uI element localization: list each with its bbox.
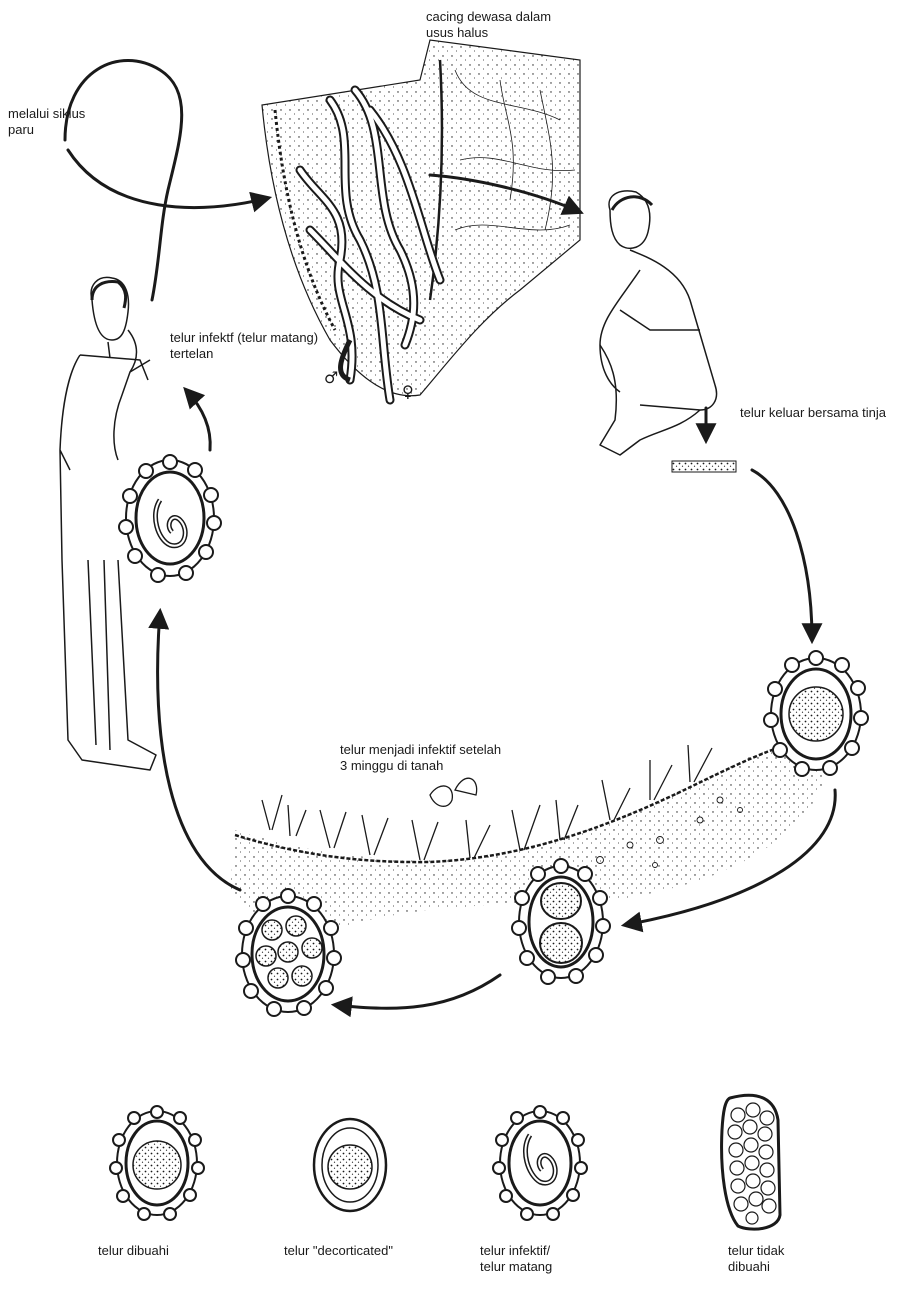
- egg-infective-cycle: [119, 455, 221, 582]
- arrow-to-mouth: [186, 390, 210, 450]
- arrow-to-soil-egg: [752, 470, 812, 640]
- egg-type-label-infective: telur infektif/ telur matang: [480, 1243, 552, 1275]
- label-lung-cycle: melalui siklus paru: [8, 106, 85, 138]
- label-excreted: telur keluar bersama tinja: [740, 405, 886, 421]
- stool-icon: [672, 461, 736, 472]
- arrow-lung-cycle: [65, 61, 182, 300]
- label-soil: telur menjadi infektif setelah 3 minggu …: [340, 742, 501, 774]
- egg-type-label-unfertilized: telur tidak dibuahi: [728, 1243, 784, 1275]
- egg-type-fertilized: [110, 1106, 204, 1220]
- egg-type-infective: [493, 1106, 587, 1220]
- label-ingested: telur infektf (telur matang) tertelan: [170, 330, 318, 362]
- egg-fertilized-cycle: [764, 651, 868, 776]
- male-symbol: ♂: [324, 368, 338, 387]
- arrow-to-multicell-egg: [335, 975, 500, 1008]
- egg-type-decorticated: [314, 1119, 386, 1211]
- arrow-to-infective-egg: [158, 612, 240, 890]
- squatting-person-illustration: [600, 191, 717, 455]
- label-adult-worms: cacing dewasa dalam usus halus: [426, 9, 551, 41]
- arrow-to-intestine: [68, 150, 268, 208]
- egg-type-unfertilized: [722, 1095, 780, 1229]
- egg-type-label-fertilized: telur dibuahi: [98, 1243, 169, 1259]
- female-symbol: ♀: [402, 382, 414, 401]
- egg-type-label-decorticated: telur "decorticated": [284, 1243, 393, 1259]
